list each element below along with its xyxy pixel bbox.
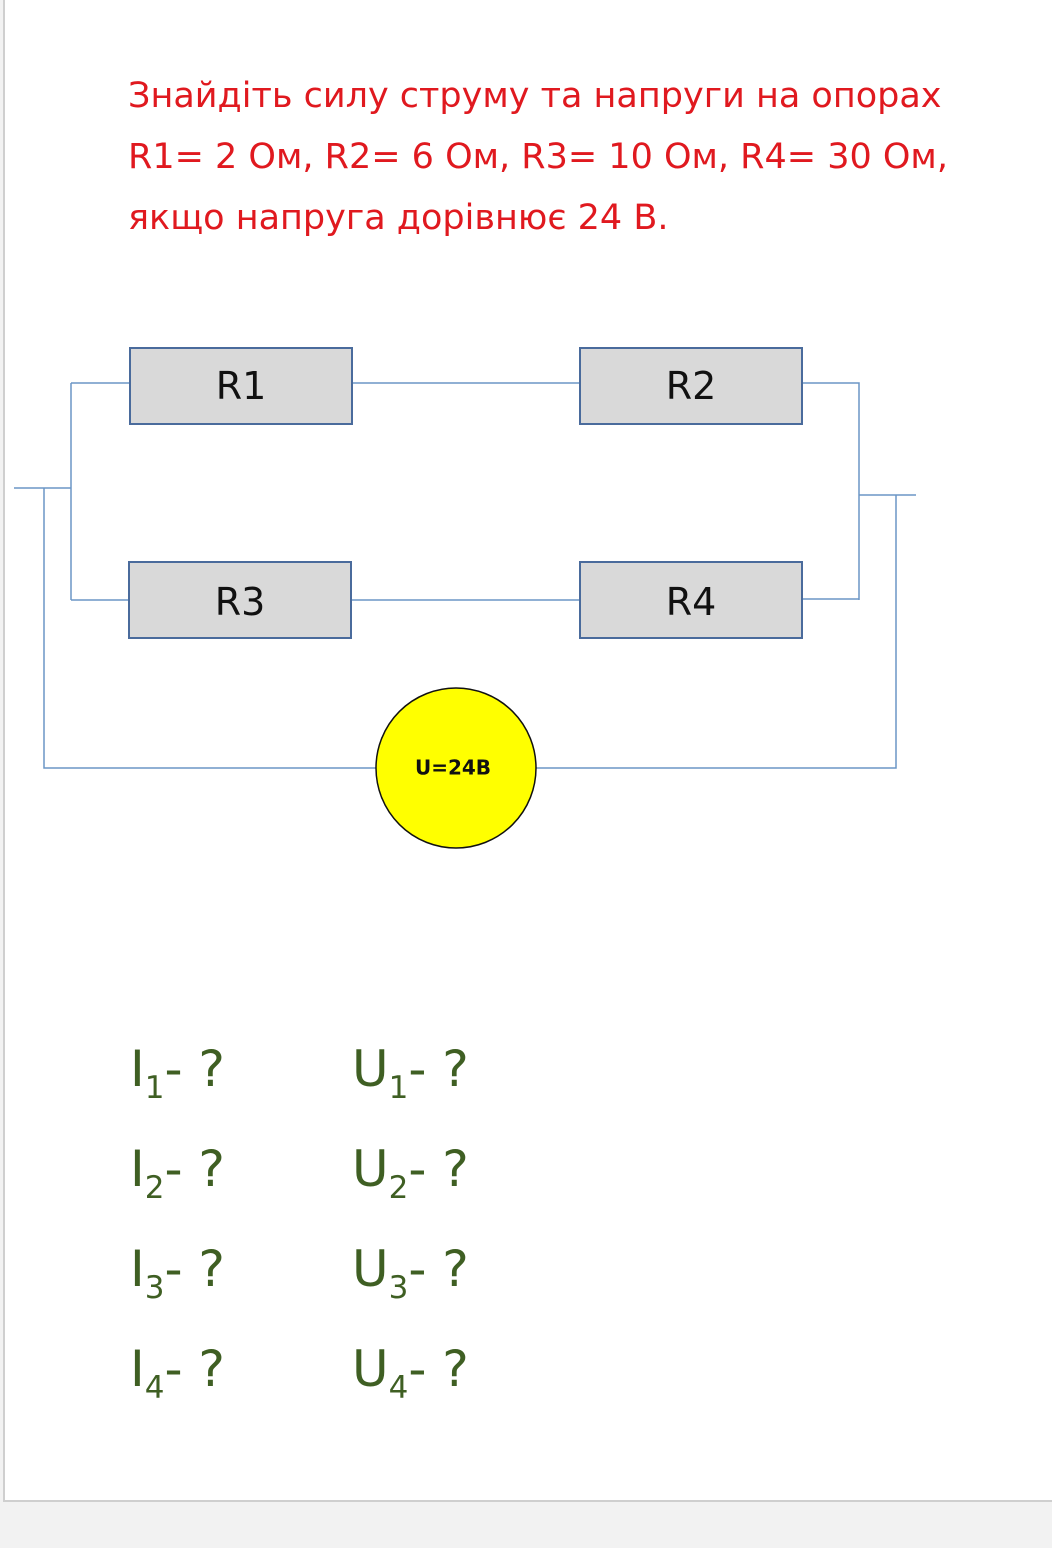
resistor-r1: R1 bbox=[129, 347, 353, 425]
current-unknown-2: I2- ? bbox=[130, 1140, 225, 1206]
current-unknown-3: I3- ? bbox=[130, 1240, 225, 1306]
resistor-r2-label: R2 bbox=[666, 364, 717, 408]
resistor-r4: R4 bbox=[579, 561, 803, 639]
resistor-r1-label: R1 bbox=[216, 364, 267, 408]
voltage-source-label: U=24B bbox=[415, 756, 491, 780]
task-line-3: якщо напруга дорівнює 24 В. bbox=[128, 198, 669, 238]
wire-r2-to-right bbox=[802, 382, 860, 600]
current-unknown-1: I1- ? bbox=[130, 1040, 225, 1106]
voltage-source: U=24B bbox=[375, 687, 537, 849]
resistor-r3: R3 bbox=[128, 561, 352, 639]
task-text: Знайдіть силу струму та напруги на опора… bbox=[128, 66, 1028, 249]
wire-source-right bbox=[536, 495, 897, 769]
voltage-unknown-3: U3- ? bbox=[352, 1240, 469, 1306]
unknown-row-3: I3- ? U3- ? bbox=[130, 1240, 630, 1340]
task-line-2: R1= 2 Ом, R2= 6 Ом, R3= 10 Ом, R4= 30 Ом… bbox=[128, 137, 948, 177]
resistor-r4-label: R4 bbox=[666, 580, 717, 624]
voltage-unknown-2: U2- ? bbox=[352, 1140, 469, 1206]
unknown-row-4: I4- ? U4- ? bbox=[130, 1340, 630, 1440]
task-line-1: Знайдіть силу струму та напруги на опора… bbox=[128, 76, 942, 116]
voltage-unknown-4: U4- ? bbox=[352, 1340, 469, 1406]
resistor-r2: R2 bbox=[579, 347, 803, 425]
unknown-row-1: I1- ? U1- ? bbox=[130, 1040, 630, 1140]
wires bbox=[14, 382, 916, 769]
resistor-r3-label: R3 bbox=[215, 580, 266, 624]
wire-source-left bbox=[43, 488, 380, 769]
voltage-unknown-1: U1- ? bbox=[352, 1040, 469, 1106]
current-unknown-4: I4- ? bbox=[130, 1340, 225, 1406]
unknowns-list: I1- ? U1- ? I2- ? U2- ? I3- ? U3- ? I4- … bbox=[130, 1040, 630, 1440]
unknown-row-2: I2- ? U2- ? bbox=[130, 1140, 630, 1240]
